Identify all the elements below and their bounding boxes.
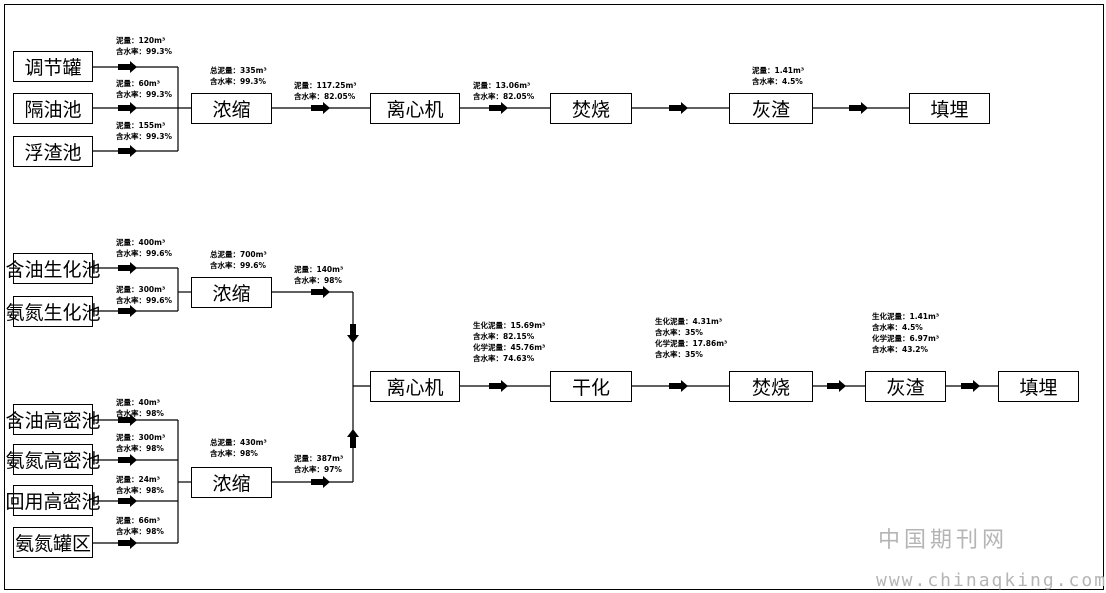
lixinji-top-box: 离心机 [370,93,460,124]
geyouchi-box: 隔油池 [13,93,93,124]
hanyou-shenghua-box: 含油生化池 [6,253,101,284]
andan-shenghua-box: 氨氮生化池 [6,296,101,327]
huiyong-gaomi-box: 回用高密池 [6,485,101,516]
ganhua-box: 干化 [550,371,632,402]
diagram-frame [4,4,1104,590]
lixinji-bot-box: 离心机 [370,371,460,402]
tiaojieguan-box: 调节罐 [13,51,93,82]
nongsuo-top-box: 浓缩 [191,93,272,124]
hanyou-gaomi-box: 含油高密池 [6,404,101,435]
andan-guanqu-box: 氨氮罐区 [13,527,93,558]
fenshao-top-box: 焚烧 [550,93,632,124]
tianmai-bot-box: 填埋 [998,371,1079,402]
fuzhachi-box: 浮渣池 [13,136,93,167]
huizha-bot-box: 灰渣 [865,371,946,402]
fenshao-bot-box: 焚烧 [729,371,813,402]
andan-gaomi-box: 氨氮高密池 [6,444,101,475]
watermark-cn: 中国期刊网 [878,528,1009,553]
watermark-url: www.chinaqking.com [876,570,1106,591]
tianmai-top-box: 填埋 [909,93,990,124]
nongsuo-mid1-box: 浓缩 [191,277,272,308]
huizha-top-box: 灰渣 [729,93,813,124]
nongsuo-mid2-box: 浓缩 [191,467,272,498]
